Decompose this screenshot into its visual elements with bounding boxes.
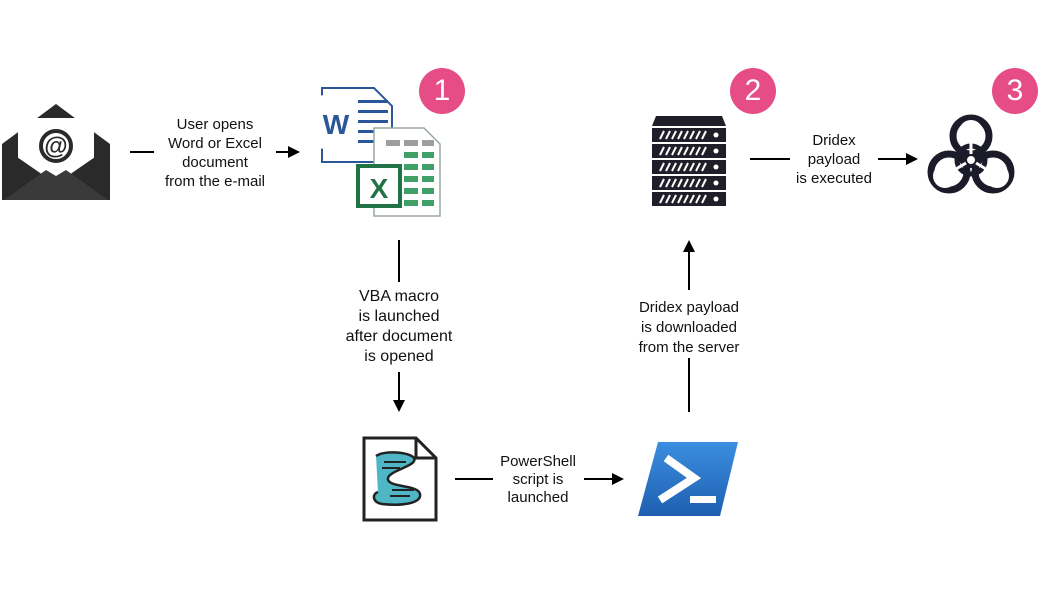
label-line: PowerShell <box>500 453 576 470</box>
label-line: VBA macro <box>358 288 440 305</box>
label-line: from the server <box>638 339 740 356</box>
arrowhead-script-to-powershell <box>612 473 624 485</box>
arrow-script-to-powershell <box>455 478 493 480</box>
label-line: Word or Excel <box>168 135 262 152</box>
arrow-server-to-biohazard <box>750 158 790 160</box>
arrow-powershell-to-server <box>688 252 690 290</box>
label-line: document <box>182 154 248 171</box>
label-server-to-biohazard: Dridex payload is executed <box>786 131 882 188</box>
script-scroll-icon <box>360 434 440 524</box>
label-docs-to-script: VBA macro is launched after document is … <box>330 287 468 367</box>
step-badge-2: 2 <box>730 68 776 114</box>
label-line: is downloaded <box>641 319 737 336</box>
svg-text:@: @ <box>44 133 67 160</box>
label-line: is opened <box>364 348 434 365</box>
arrowhead-powershell-to-server <box>683 240 695 252</box>
microsoft-excel-icon: X <box>356 127 441 217</box>
label-line: after document <box>345 328 453 345</box>
email-envelope-icon: @ <box>0 100 112 204</box>
arrow-docs-to-script <box>398 240 400 282</box>
arrow-script-to-powershell-tail <box>584 478 614 480</box>
step-badge-1: 1 <box>419 68 465 114</box>
label-line: is launched <box>358 308 440 325</box>
label-script-to-powershell: PowerShell script is launched <box>490 453 586 507</box>
arrowhead-email-to-docs <box>288 146 300 158</box>
label-line: script is <box>512 471 564 488</box>
label-line: Dridex payload <box>638 299 740 316</box>
label-powershell-to-server: Dridex payload is downloaded from the se… <box>620 298 758 358</box>
arrow-email-to-docs-tail <box>276 151 290 153</box>
arrow-docs-to-script-tail <box>398 372 400 402</box>
arrow-email-to-docs <box>130 151 154 153</box>
svg-text:X: X <box>370 173 389 204</box>
label-line: is executed <box>796 170 872 187</box>
label-line: from the e-mail <box>164 173 266 190</box>
biohazard-icon <box>926 114 1016 200</box>
powershell-icon <box>636 440 740 518</box>
arrowhead-server-to-biohazard <box>906 153 918 165</box>
step-badge-3: 3 <box>992 68 1038 114</box>
svg-text:W: W <box>323 109 350 140</box>
arrow-powershell-to-server-tail <box>688 358 690 412</box>
office-documents-group: W X <box>316 80 446 220</box>
label-line: launched <box>507 489 569 506</box>
label-line: payload <box>807 151 861 168</box>
arrowhead-docs-to-script <box>393 400 405 412</box>
server-icon <box>650 116 728 206</box>
arrow-server-to-biohazard-tail <box>878 158 908 160</box>
label-line: User opens <box>176 116 254 133</box>
label-line: Dridex <box>812 132 856 149</box>
label-email-to-docs: User opens Word or Excel document from t… <box>152 115 278 191</box>
